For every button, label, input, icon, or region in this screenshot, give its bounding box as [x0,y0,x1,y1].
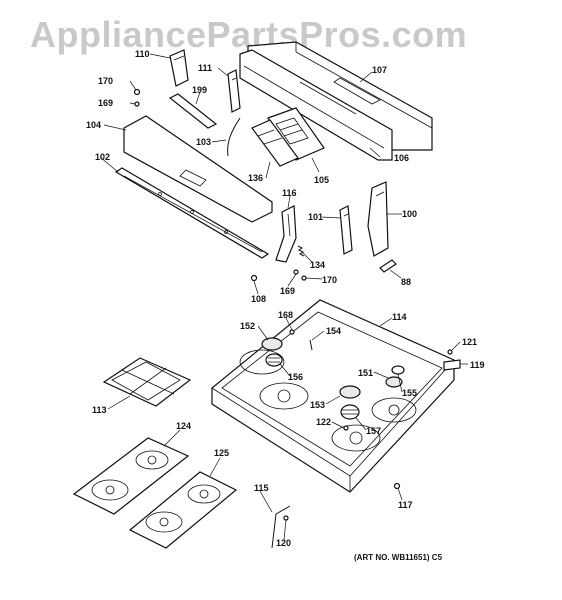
callout-156: 156 [288,372,303,382]
callout-119: 119 [470,360,485,370]
callout-157: 157 [366,426,381,436]
callout-168: 168 [278,310,293,320]
part-burner-head-157[interactable] [340,404,360,420]
part-burner-cap-152[interactable] [261,337,283,351]
callout-110: 110 [135,49,150,59]
callout-108: 108 [251,294,266,304]
callout-125: 125 [214,448,229,458]
part-burner-cap-153[interactable] [339,385,361,399]
part-side-trim-116[interactable] [275,205,297,263]
part-screw-122[interactable] [343,425,349,431]
callout-151: 151 [358,368,373,378]
part-wire-103[interactable] [227,117,241,157]
part-trim-199[interactable] [168,93,218,129]
art-number: (ART NO. WB11651) C5 [354,553,443,562]
part-side-panel-100[interactable] [367,181,389,257]
callout-154: 154 [326,326,341,336]
part-spring-134[interactable] [297,245,305,257]
part-screw-169-top[interactable] [134,101,140,107]
callout-136: 136 [248,173,263,183]
callout-111: 111 [198,63,212,73]
callout-117: 117 [398,500,413,510]
part-screw-168[interactable] [289,329,295,335]
part-burner-head-156[interactable] [265,353,283,367]
part-electrode-154[interactable] [309,339,313,351]
callout-88: 88 [401,277,411,287]
part-wire-115[interactable] [271,505,291,549]
part-bracket-110[interactable] [169,49,189,87]
part-screw-170-top[interactable] [133,88,141,96]
callout-155: 155 [402,388,417,398]
part-rear-panel-106[interactable] [239,49,393,161]
callout-103: 103 [196,137,211,147]
part-hinge-119[interactable] [443,359,461,371]
callout-170-bottom: 170 [322,275,337,285]
callout-labels: 110 111 107 170 169 199 104 103 102 106 … [86,49,485,562]
part-burner-cap-151[interactable] [385,376,403,388]
part-burner-head-155[interactable] [391,365,405,375]
part-screw-169-bottom[interactable] [293,269,299,275]
callout-113: 113 [92,405,107,415]
part-screw-121[interactable] [447,349,453,355]
callout-116: 116 [282,188,297,198]
callout-115: 115 [254,483,269,493]
callout-104: 104 [86,120,101,130]
part-bracket-101[interactable] [339,205,353,255]
part-drip-pan-125[interactable] [128,471,238,549]
callout-114: 114 [392,312,407,322]
callout-170-top: 170 [98,76,113,86]
part-foot-88[interactable] [379,259,397,273]
part-manifold-102[interactable] [114,167,270,259]
callout-169-bottom: 169 [280,286,295,296]
callout-124: 124 [176,421,191,431]
part-display-panel-136[interactable] [251,119,299,167]
callout-100: 100 [402,209,417,219]
leader-lines [99,53,468,541]
part-screw-170-bottom[interactable] [301,275,307,281]
callout-101: 101 [308,212,323,222]
callout-121: 121 [462,337,477,347]
callout-153: 153 [310,400,325,410]
callout-169-top: 169 [98,98,113,108]
callout-102: 102 [95,152,110,162]
callout-120: 120 [276,538,291,548]
callout-105: 105 [314,175,329,185]
callout-152: 152 [240,321,255,331]
part-grate-113[interactable] [102,357,192,407]
callout-122: 122 [316,417,331,427]
part-screw-108[interactable] [250,274,258,282]
part-clip-120[interactable] [283,515,289,521]
part-drip-pan-124[interactable] [72,437,190,515]
callout-134: 134 [310,260,325,270]
part-bracket-111[interactable] [227,69,241,113]
part-screw-117[interactable] [393,482,401,490]
callout-106: 106 [394,153,409,163]
callout-107: 107 [372,65,387,75]
part-control-panel-104[interactable] [123,115,273,223]
callout-199: 199 [192,85,207,95]
